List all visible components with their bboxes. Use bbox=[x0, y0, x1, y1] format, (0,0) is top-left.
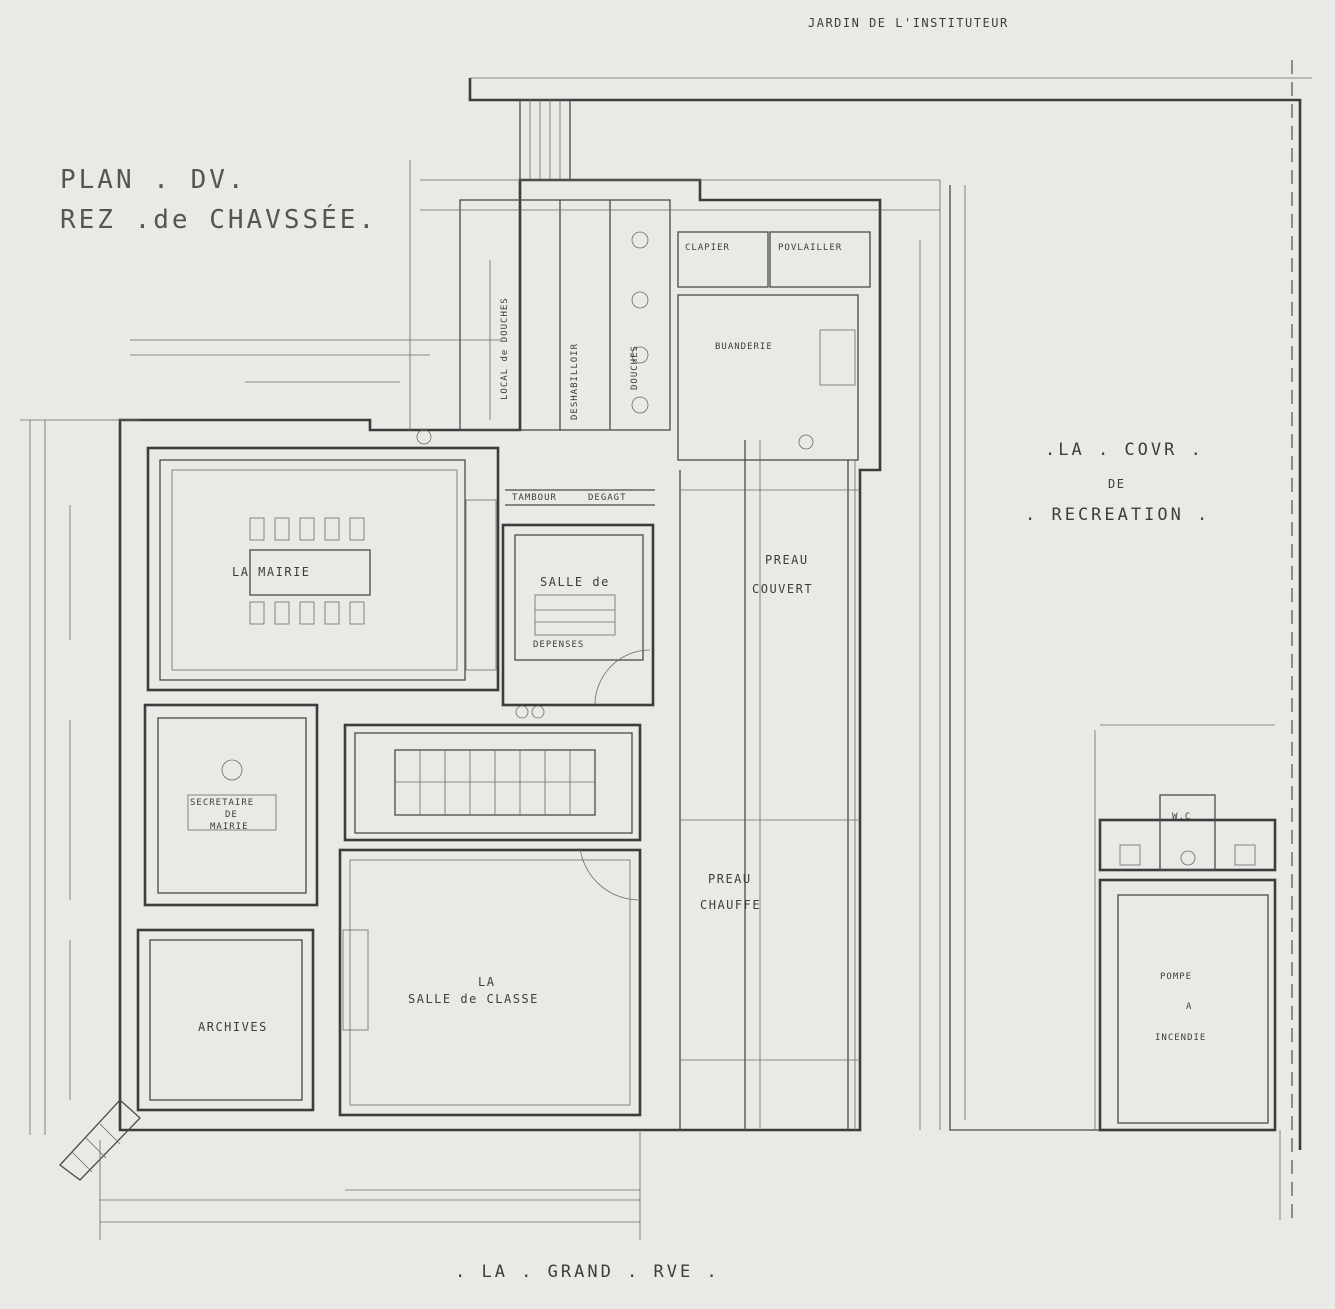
label-cour-1: .LA . COVR . bbox=[1045, 440, 1204, 460]
site-bottom-label: . LA . GRAND . RVE . bbox=[455, 1262, 720, 1282]
room-annexes bbox=[677, 231, 871, 461]
label-preau-chauffe-1: PREAU bbox=[708, 872, 752, 886]
label-salle-classe-1: LA bbox=[478, 975, 496, 989]
label-cour-2: DE bbox=[1108, 477, 1126, 491]
label-archives: ARCHIVES bbox=[198, 1020, 268, 1034]
label-preau-chauffe-2: CHAUFFE bbox=[700, 898, 762, 912]
label-preau-couvert-2: COUVERT bbox=[752, 582, 814, 596]
label-deshabilloir: DESHABILLOIR bbox=[570, 342, 580, 420]
label-pompe-2: A bbox=[1186, 1002, 1193, 1012]
plan-title-line1: PLAN . DV. bbox=[60, 165, 247, 195]
label-pompe-1: POMPE bbox=[1160, 972, 1193, 982]
label-secretaire-2: DE bbox=[225, 810, 238, 820]
site-top-label: JARDIN DE L'INSTITUTEUR bbox=[808, 16, 1009, 30]
room-salle-depenses bbox=[501, 489, 655, 719]
label-degagt: DEGAGT bbox=[588, 493, 627, 503]
label-preau-couvert-1: PREAU bbox=[765, 553, 809, 567]
outbuilding bbox=[1098, 724, 1277, 1132]
label-salle-depenses-1: SALLE de bbox=[540, 575, 610, 589]
building-outline bbox=[118, 160, 940, 1132]
room-secretaire bbox=[143, 703, 319, 907]
room-mairie bbox=[146, 446, 500, 692]
label-tambour: TAMBOUR bbox=[512, 493, 557, 503]
label-wc: W.C bbox=[1172, 812, 1192, 822]
property-boundary bbox=[468, 60, 1312, 1220]
label-salle-depenses-2: DEPENSES bbox=[533, 640, 585, 650]
label-salle-classe-2: SALLE de CLASSE bbox=[408, 992, 539, 1006]
plan-title-line2: REZ .de CHAVSSÉE. bbox=[60, 205, 378, 235]
label-douches: DOUCHES bbox=[630, 345, 640, 390]
label-clapier: CLAPIER bbox=[685, 243, 730, 253]
label-pompe-3: INCENDIE bbox=[1155, 1033, 1207, 1043]
label-secretaire-1: SECRETAIRE bbox=[190, 798, 255, 808]
label-cour-3: . RECREATION . bbox=[1025, 505, 1211, 525]
room-salle-classe bbox=[338, 847, 642, 1117]
rear-steps bbox=[519, 99, 571, 181]
stair-block bbox=[343, 723, 642, 842]
label-buanderie: BUANDERIE bbox=[715, 342, 773, 352]
dimension-lines bbox=[20, 180, 1281, 1240]
front-steps bbox=[59, 1099, 141, 1181]
room-preau bbox=[679, 440, 860, 1130]
label-poulailler: POVLAILLER bbox=[778, 243, 843, 253]
room-archives bbox=[136, 928, 315, 1112]
room-douches bbox=[416, 199, 671, 445]
label-local-douches: LOCAL de DOUCHES bbox=[500, 297, 510, 400]
label-mairie: LA MAIRIE bbox=[232, 565, 311, 579]
label-secretaire-3: MAIRIE bbox=[210, 822, 249, 832]
